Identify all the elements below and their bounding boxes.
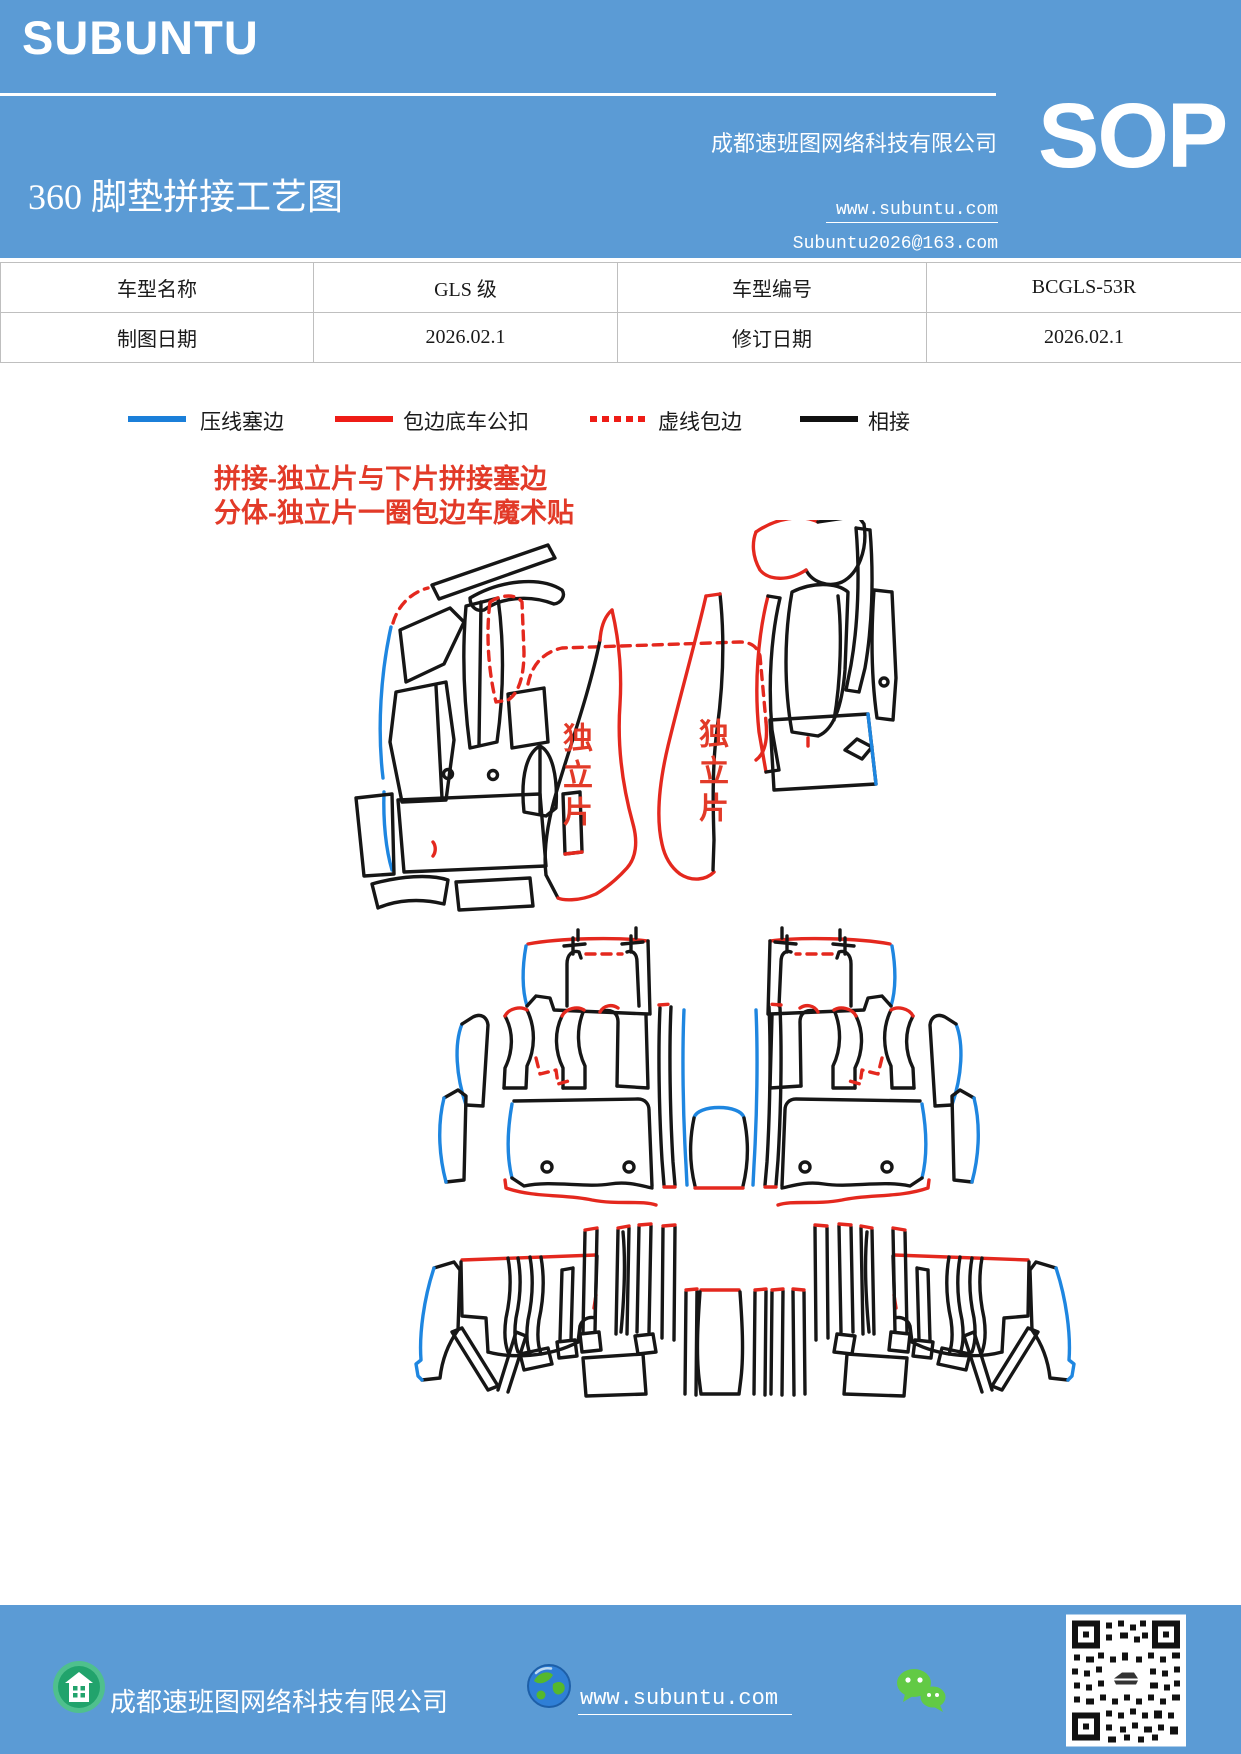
page-title: 360 脚垫拼接工艺图 — [28, 177, 344, 217]
revision-date-label: 修订日期 — [617, 312, 927, 363]
center-bottom-piece — [689, 1105, 749, 1190]
doc-type-label: SOP — [1038, 85, 1228, 187]
black-solid-line-swatch — [800, 416, 858, 422]
model-name-value: GLS 级 — [313, 262, 618, 313]
globe-icon — [527, 1664, 571, 1708]
model-name-label: 车型名称 — [0, 262, 314, 313]
building-icon — [53, 1661, 105, 1713]
drawing-date-value: 2026.02.1 — [313, 312, 618, 363]
footer-company-name: 成都速班图网络科技有限公司 — [110, 1688, 449, 1717]
independent-piece-right-outline — [657, 592, 725, 881]
document-header: SUBUNTU 360 脚垫拼接工艺图 成都速班图网络科技有限公司 www.su… — [0, 0, 1241, 258]
rear-right-body — [768, 1003, 980, 1184]
model-code-label: 车型编号 — [617, 262, 927, 313]
bottom-center-trapezoid — [695, 1287, 785, 1397]
process-note-line1: 拼接-独立片与下片拼接塞边 — [214, 464, 547, 494]
qr-code — [1066, 1614, 1186, 1747]
red-dotted-line-swatch — [590, 416, 648, 422]
trunk-mat-left — [503, 1097, 658, 1207]
header-website-link[interactable]: www.subuntu.com — [826, 200, 998, 223]
independent-piece-left-outline — [543, 608, 638, 902]
trunk-mat-right — [776, 1097, 931, 1207]
footer-website-link[interactable]: www.subuntu.com — [578, 1686, 793, 1715]
legend-label-join: 相接 — [868, 410, 910, 434]
bottom-strip-field-left — [414, 1222, 699, 1398]
mat-pattern-diagram — [354, 520, 1076, 1398]
header-email: Subuntu2026@163.com — [792, 234, 998, 254]
center-strips-right — [751, 1002, 783, 1189]
line-legend: 压线塞边 包边底车公扣 虚线包边 相接 — [0, 402, 1241, 442]
legend-label-press-edge: 压线塞边 — [200, 410, 284, 434]
rear-left-panel — [521, 926, 652, 1016]
front-left-mat-pieces — [354, 543, 769, 912]
model-code-value: BCGLS-53R — [926, 262, 1241, 313]
drawing-date-label: 制图日期 — [0, 312, 314, 363]
front-right-mat-pieces — [751, 520, 898, 792]
table-row: 制图日期 2026.02.1 修订日期 2026.02.1 — [0, 312, 1241, 363]
independent-piece-label-right: 独立片 — [694, 718, 727, 829]
legend-label-binding-buckle: 包边底车公扣 — [403, 410, 529, 434]
rear-left-body — [438, 1003, 650, 1184]
legend-label-dashed-binding: 虚线包边 — [658, 410, 742, 434]
table-row: 车型名称 GLS 级 车型编号 BCGLS-53R — [0, 262, 1241, 313]
red-solid-line-swatch — [335, 416, 393, 422]
header-company-name: 成都速班图网络科技有限公司 — [710, 131, 997, 156]
company-logo: SUBUNTU — [22, 11, 259, 64]
center-strips-left — [657, 1002, 689, 1189]
wechat-icon — [897, 1669, 946, 1712]
revision-date-value: 2026.02.1 — [926, 312, 1241, 363]
independent-piece-label-left: 独立片 — [558, 722, 591, 833]
process-note-line2: 分体-独立片一圈包边车魔术贴 — [214, 498, 574, 528]
blue-solid-line-swatch — [128, 416, 186, 422]
header-divider — [0, 93, 996, 96]
bottom-strip-field-right — [791, 1222, 1076, 1398]
vehicle-info-table: 车型名称 GLS 级 车型编号 BCGLS-53R 制图日期 2026.02.1… — [0, 262, 1241, 363]
document-footer: 成都速班图网络科技有限公司 www.subuntu.com — [0, 1605, 1241, 1754]
rear-right-panel — [766, 926, 897, 1016]
process-note: 拼接-独立片与下片拼接塞边 分体-独立片一圈包边车魔术贴 — [214, 462, 574, 530]
